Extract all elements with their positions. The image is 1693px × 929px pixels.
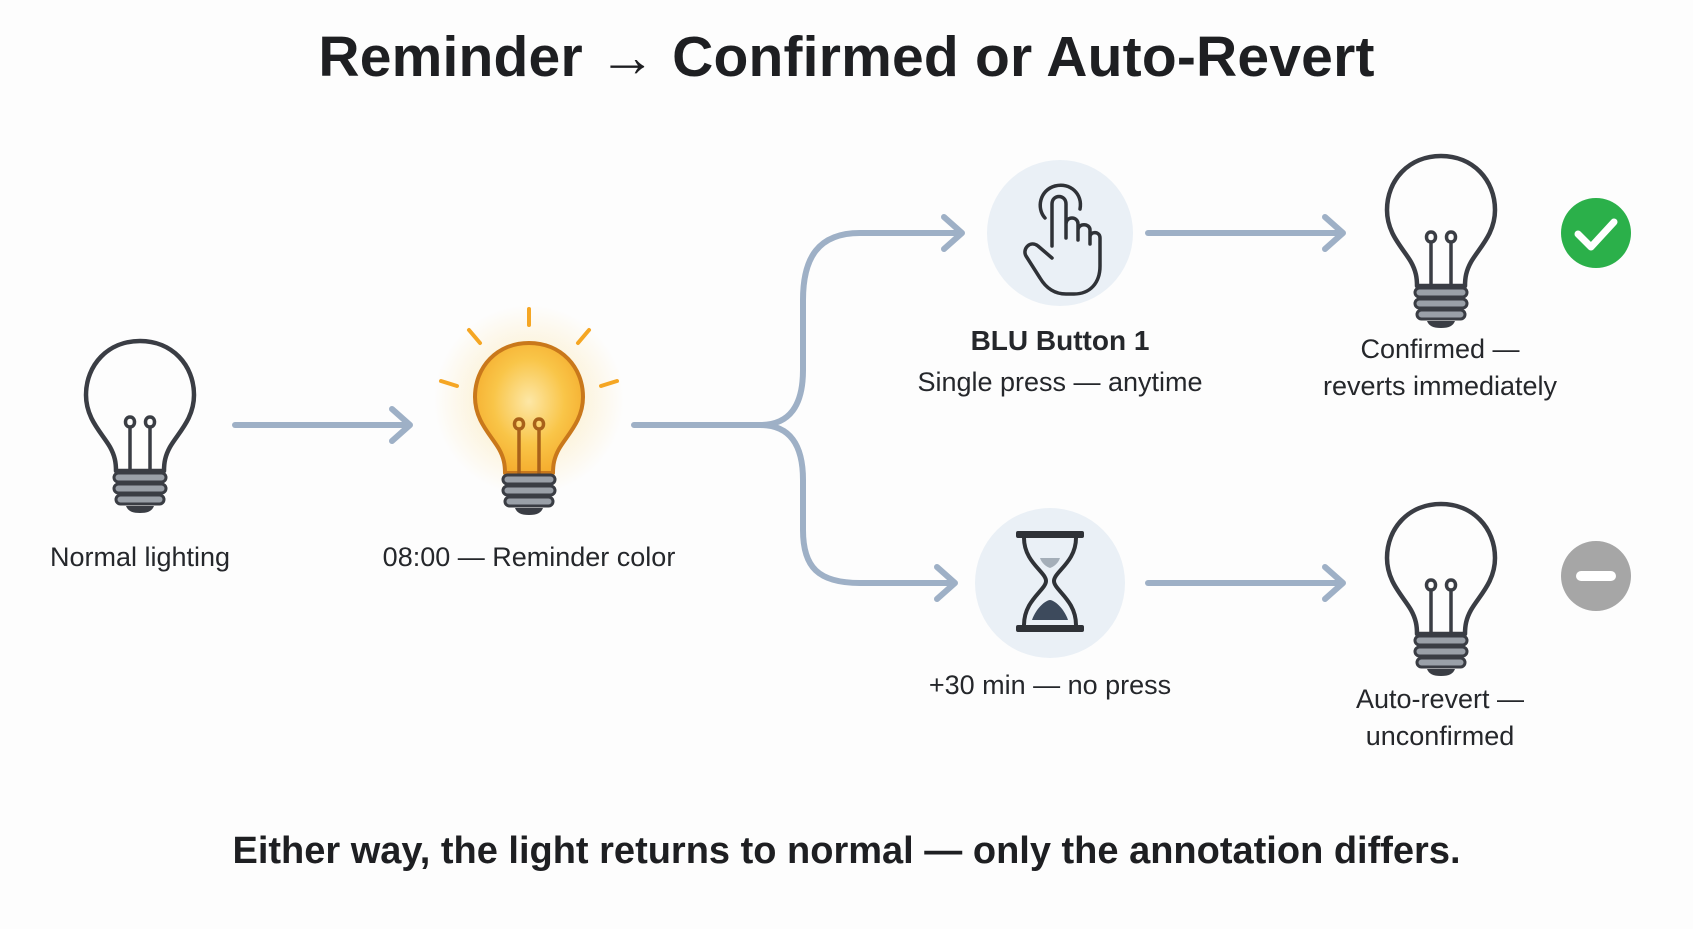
arrow-normal-to-reminder [232,406,413,444]
press-title: BLU Button 1 [970,325,1150,356]
arrow-press-to-confirmed [1145,214,1346,252]
confirmed-label-line1: Confirmed — [1360,334,1520,364]
autorevert-label-line2: unconfirmed [1365,721,1515,751]
confirmed-label-line2: reverts immediately [1322,371,1558,401]
arrow-timeout-to-autorevert [1145,564,1346,602]
confirmed-lightbulb-icon [1387,156,1495,328]
footer-note: Either way, the light returns to normal … [232,830,1461,872]
hourglass-icon [975,508,1125,658]
check-circle-icon [1561,198,1631,268]
page-title: Reminder → Confirmed or Auto-Revert [318,25,1375,89]
pointing-hand-icon [987,160,1133,306]
autorevert-lightbulb-icon [1387,504,1495,676]
autorevert-label-line1: Auto-revert — [1355,684,1525,714]
lightbulb-icon [86,341,194,513]
light-rays [439,307,619,388]
press-label: Single press — anytime [917,367,1203,397]
reminder-label: 08:00 — Reminder color [382,542,676,572]
lit-lightbulb-icon [434,305,624,515]
normal-lighting-label: Normal lighting [49,542,231,572]
minus-circle-icon [1561,541,1631,611]
arrow-branch [631,214,965,602]
timeout-label: +30 min — no press [928,670,1172,700]
